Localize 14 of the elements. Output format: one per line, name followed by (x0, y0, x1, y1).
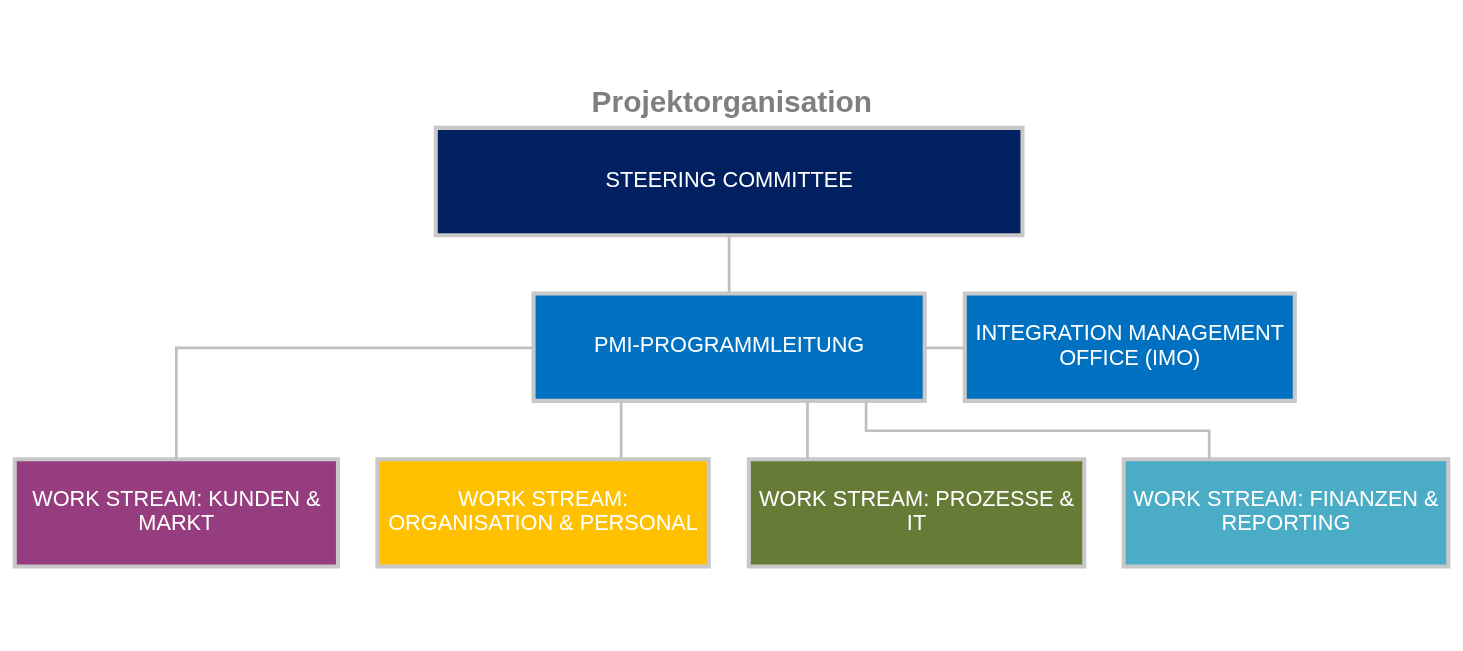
connector (619, 401, 623, 459)
node-box: WORK STREAM: PROZESSE & IT (746, 457, 1087, 569)
node-box: STEERING COMMITTEE (433, 125, 1025, 238)
node-box: INTEGRATION MANAGEMENT OFFICE (IMO) (962, 291, 1297, 403)
connector (806, 401, 809, 459)
connector (924, 346, 965, 350)
connector (175, 346, 534, 459)
diagram-title: Projektorganisation (591, 85, 873, 119)
node-box: WORK STREAM: KUNDEN & MARKT (12, 457, 340, 569)
node-box: PMI-PROGRAMMLEITUNG (531, 291, 927, 403)
node-box: WORK STREAM: FINANZEN & REPORTING (1121, 457, 1451, 569)
connector (864, 401, 1211, 460)
connector (727, 235, 731, 294)
node-box: WORK STREAM: ORGANISATION & PERSONAL (375, 457, 711, 569)
